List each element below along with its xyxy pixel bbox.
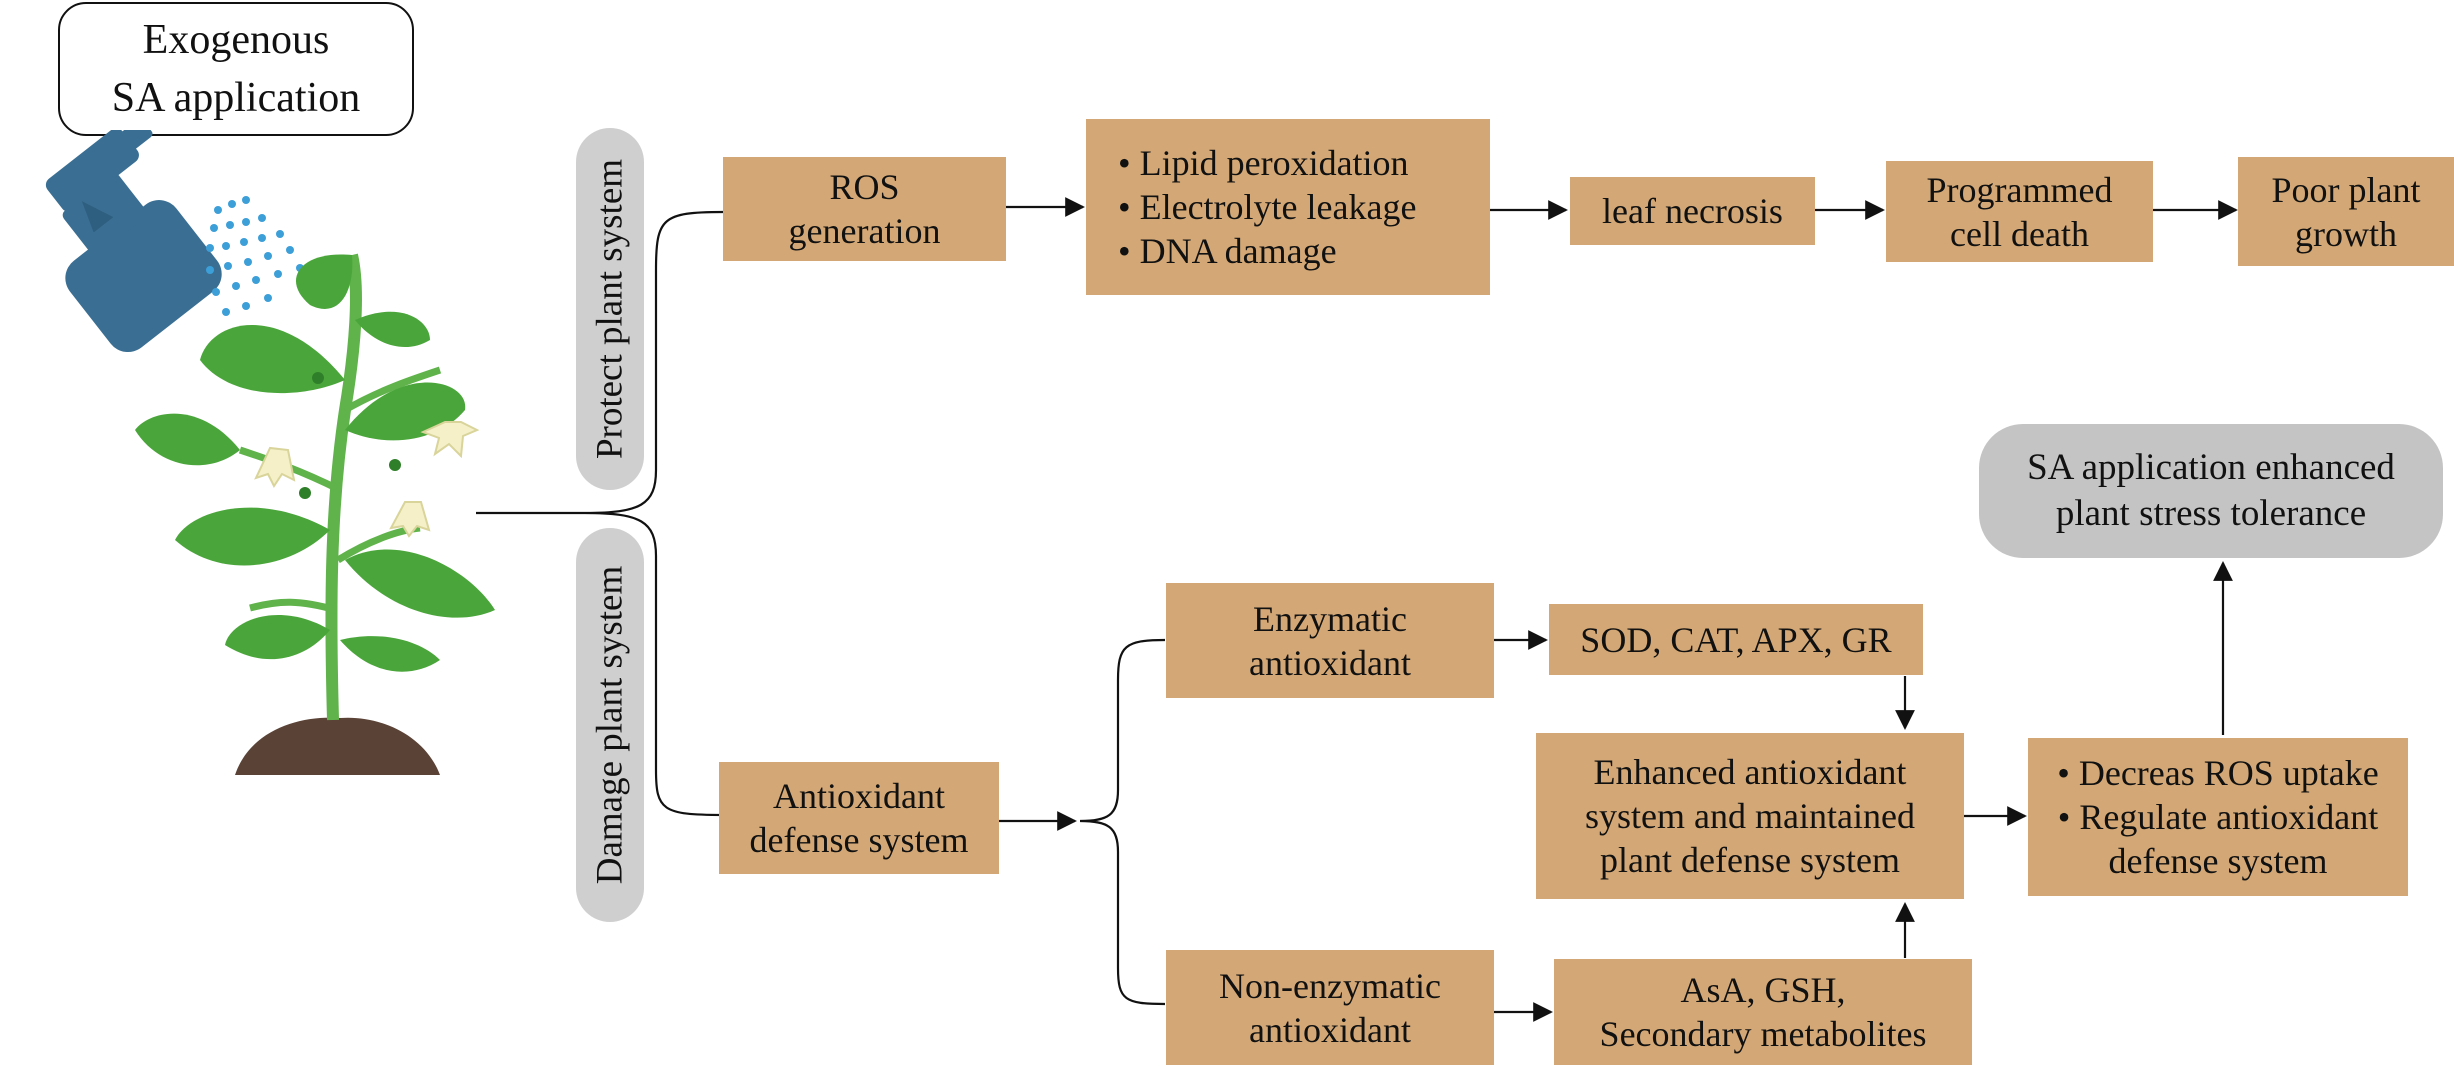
necrosis-line: leaf necrosis xyxy=(1602,191,1783,231)
effect-3: • DNA damage xyxy=(1118,231,1337,271)
defense-line-1: Antioxidant xyxy=(773,776,945,816)
ros-generation-box: ROS generation xyxy=(723,157,1006,261)
enhanced-antioxidant-box: Enhanced antioxidant system and maintain… xyxy=(1536,733,1964,899)
title-box: Exogenous SA application xyxy=(58,2,414,136)
enzymes-line: SOD, CAT, APX, GR xyxy=(1580,619,1892,660)
spray-bottle-icon xyxy=(45,130,304,353)
title-line-1: Exogenous xyxy=(142,17,330,63)
antioxidant-defense-box: Antioxidant defense system xyxy=(719,762,999,874)
leaf-necrosis-box: leaf necrosis xyxy=(1570,177,1815,245)
stress-tolerance-result: SA application enhanced plant stress tol… xyxy=(1979,424,2443,558)
nonenzymatic-antioxidant-box: Non-enzymatic antioxidant xyxy=(1166,950,1494,1065)
enzymes-box: SOD, CAT, APX, GR xyxy=(1549,604,1923,675)
poor-plant-growth-box: Poor plant growth xyxy=(2238,157,2454,266)
enzymatic-line-2: antioxidant xyxy=(1249,642,1411,683)
title-line-2: SA application xyxy=(111,75,361,121)
metabolites-line-1: AsA, GSH, xyxy=(1680,970,1846,1010)
damage-effects-box: • Lipid peroxidation • Electrolyte leaka… xyxy=(1086,119,1490,295)
plant-illustration xyxy=(45,130,495,775)
growth-line-1: Poor plant xyxy=(2271,169,2421,210)
result-line-2: plant stress tolerance xyxy=(2055,493,2367,534)
outcome-box: • Decreas ROS uptake • Regulate antioxid… xyxy=(2028,738,2408,896)
enzymatic-line-1: Enzymatic xyxy=(1253,598,1407,639)
pcd-line-2: cell death xyxy=(1950,213,2089,254)
plant-icon xyxy=(135,253,495,775)
ros-line-1: ROS xyxy=(829,167,900,207)
enhanced-line-2: system and maintained xyxy=(1585,796,1915,836)
nonenzymatic-line-1: Non-enzymatic xyxy=(1219,965,1441,1006)
effect-2: • Electrolyte leakage xyxy=(1118,187,1417,227)
lower-branch-pill xyxy=(576,528,644,922)
outcome-line-3: defense system xyxy=(2108,841,2328,881)
ros-line-2: generation xyxy=(788,211,941,251)
upper-branch-pill xyxy=(576,128,644,490)
outcome-line-1: • Decreas ROS uptake xyxy=(2057,753,2379,793)
upper-branch-label: Protect plant system xyxy=(589,158,631,460)
pcd-line-1: Programmed xyxy=(1926,169,2113,210)
nonenzymatic-line-2: antioxidant xyxy=(1249,1009,1411,1050)
metabolites-line-2: Secondary metabolites xyxy=(1599,1014,1927,1054)
enhanced-line-1: Enhanced antioxidant xyxy=(1593,752,1907,792)
defense-line-2: defense system xyxy=(749,820,969,860)
growth-line-2: growth xyxy=(2295,213,2397,254)
metabolites-box: AsA, GSH, Secondary metabolites xyxy=(1554,959,1972,1065)
effect-1: • Lipid peroxidation xyxy=(1118,143,1409,183)
enhanced-line-3: plant defense system xyxy=(1600,840,1900,880)
programmed-cell-death-box: Programmed cell death xyxy=(1886,161,2153,262)
outcome-line-2: • Regulate antioxidant xyxy=(2057,797,2379,837)
lower-branch-label: Damage plant system xyxy=(589,565,631,885)
enzymatic-antioxidant-box: Enzymatic antioxidant xyxy=(1166,583,1494,698)
result-line-1: SA application enhanced xyxy=(2027,447,2395,488)
